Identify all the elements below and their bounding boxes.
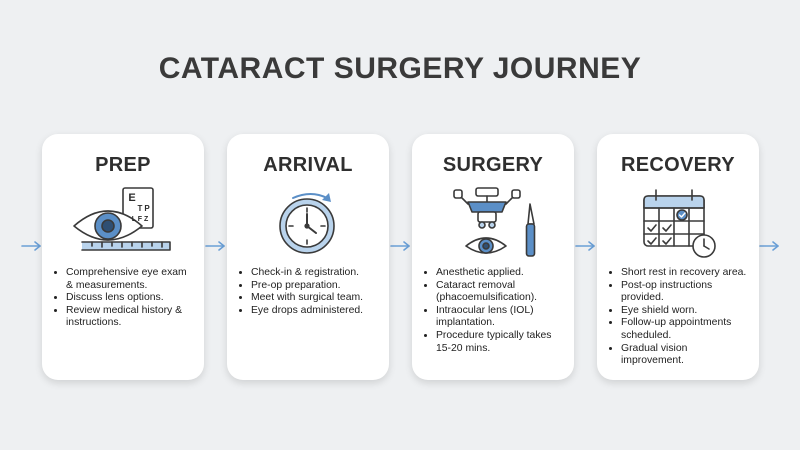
clock-icon <box>227 184 389 262</box>
arrow-end-head <box>772 241 779 251</box>
arrow-arrival-surgery-head <box>403 241 410 251</box>
stage-heading: PREP <box>95 154 151 176</box>
list-item: Eye shield worn. <box>621 305 751 318</box>
arrow-start-head <box>34 241 41 251</box>
arrow-prep-arrival-head <box>218 241 225 251</box>
calendar-clock-icon <box>597 184 759 262</box>
stage-heading: SURGERY <box>442 154 544 176</box>
list-item: Meet with surgical team. <box>251 292 381 305</box>
stage-card-arrival: ARRIVAL Check-in & registratio <box>227 134 389 380</box>
list-item: Gradual vision improvement. <box>621 343 751 368</box>
stage-heading: RECOVERY <box>621 154 735 176</box>
stage-heading: ARRIVAL <box>263 154 353 176</box>
eye-chart-letter: E <box>128 192 135 204</box>
list-item: Procedure typically takes 15-20 mins. <box>436 330 566 355</box>
list-item: Check-in & registration. <box>251 267 381 280</box>
list-item: Post-op instructions provided. <box>621 280 751 305</box>
list-item: Follow-up appointments scheduled. <box>621 317 751 342</box>
arrow-surgery-recovery-head <box>588 241 595 251</box>
list-item: Cataract removal (phacoemulsification). <box>436 280 566 305</box>
journey-flow: PREP <box>0 134 800 384</box>
stage-card-prep: PREP <box>42 134 204 380</box>
eye-exam-chart-icon: E T P L F Z <box>42 184 204 262</box>
list-item: Anesthetic applied. <box>436 267 566 280</box>
stage-card-surgery: SURGERY <box>412 134 574 380</box>
list-item: Short rest in recovery area. <box>621 267 751 280</box>
stage-list: Comprehensive eye exam & measurements. D… <box>56 267 196 330</box>
list-item: Eye drops administered. <box>251 305 381 318</box>
list-item: Comprehensive eye exam & measurements. <box>66 267 196 292</box>
stage-list: Short rest in recovery area. Post-op ins… <box>611 267 751 368</box>
eye-chart-letter: L F Z <box>132 216 149 223</box>
flow-arrows <box>21 241 779 251</box>
list-item: Intraocular lens (IOL) implantation. <box>436 305 566 330</box>
list-item: Review medical history & instructions. <box>66 305 196 330</box>
page-title: CATARACT SURGERY JOURNEY <box>158 52 642 85</box>
eye-chart-letter: P <box>144 204 150 213</box>
stage-card-recovery: RECOVERY <box>597 134 759 380</box>
list-item: Discuss lens options. <box>66 292 196 305</box>
stage-list: Anesthetic applied. Cataract removal (ph… <box>426 267 566 355</box>
microscope-scalpel-icon <box>412 184 574 262</box>
eye-chart-letter: T <box>138 204 143 213</box>
stage-list: Check-in & registration. Pre-op preparat… <box>241 267 381 317</box>
list-item: Pre-op preparation. <box>251 280 381 293</box>
